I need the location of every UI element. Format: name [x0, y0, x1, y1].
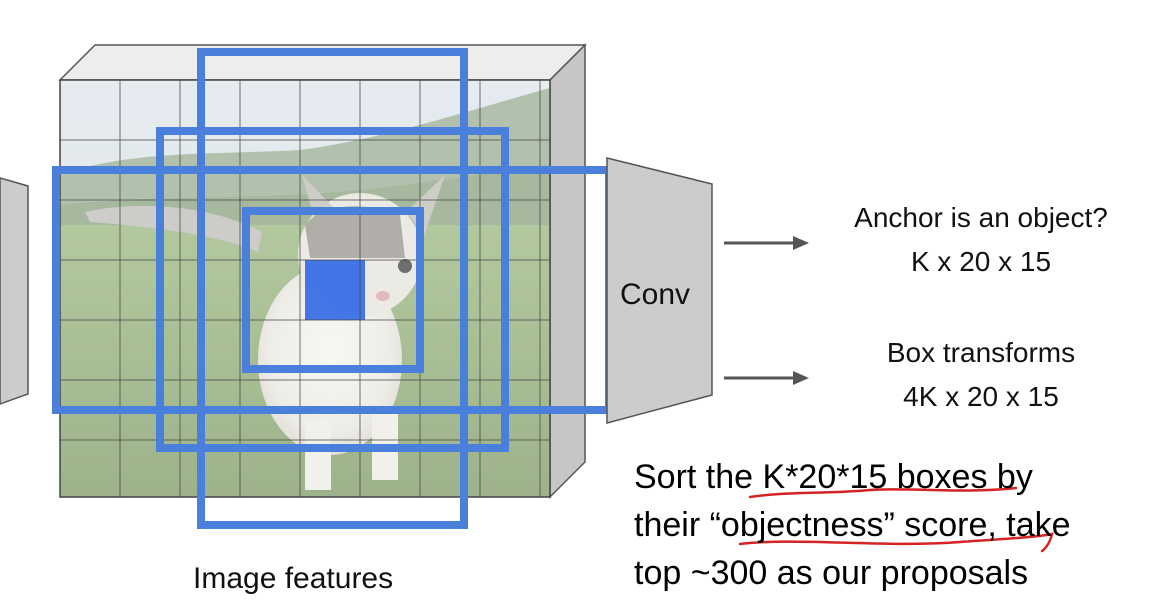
- anchor-box-square-large: [156, 127, 509, 452]
- objectness-output-dims: K x 20 x 15: [910, 246, 1052, 277]
- anchor-box-tall: [197, 48, 468, 529]
- anchor-box-small: [242, 207, 424, 373]
- conv-layer-block: [606, 157, 713, 424]
- box-transform-output-dims: 4K x 20 x 15: [903, 381, 1059, 412]
- volume-side-face: [549, 43, 586, 499]
- cat-image: [60, 80, 550, 497]
- note-line-3: top ~300 as our proposals: [634, 554, 1029, 592]
- underline-box-count: [748, 486, 1018, 499]
- objectness-output-title: Anchor is an object?: [854, 202, 1108, 233]
- underline-objectness-score: [738, 532, 1054, 553]
- conv-label: Conv: [620, 278, 691, 311]
- previous-layer-block: [0, 177, 29, 405]
- image-features-label: Image features: [193, 562, 394, 595]
- right-arrow-icon: [724, 236, 809, 250]
- highlighted-anchor-cell: [305, 260, 365, 320]
- note-line-2: their “objectness” score, take: [634, 506, 1071, 544]
- box-transform-output-title: Box transforms: [886, 337, 1076, 368]
- note-line-1: Sort the K*20*15 boxes by: [634, 458, 1033, 496]
- feature-grid: [60, 80, 550, 497]
- right-arrow-icon: [724, 371, 809, 385]
